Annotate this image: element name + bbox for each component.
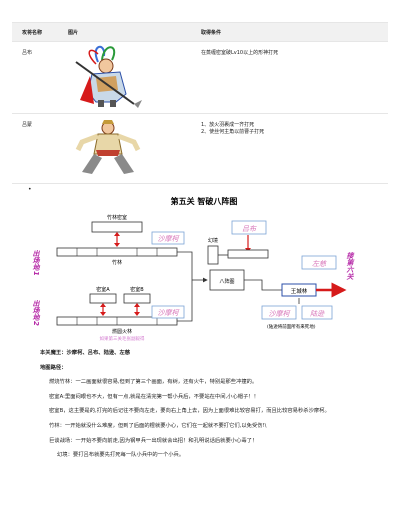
character-table: 攻将名称 图片 取得条件 吕布	[12, 22, 388, 184]
bazhentu-label: 八阵图	[219, 278, 234, 285]
mishi-a-label: 密室A	[96, 286, 110, 293]
zhulin-label: 竹林	[112, 259, 122, 266]
row-name: 吕布	[22, 50, 33, 56]
list-bullet: •	[28, 186, 32, 193]
next-stage-label: 接第六关	[345, 251, 355, 280]
table-row: 吕布 在蒸缠密室破Lv1	[12, 42, 388, 114]
huolin-label: 燃圆火林	[112, 328, 132, 335]
start-label-1: 出场地1	[32, 249, 40, 276]
char-label-luxun: 陆逊	[310, 310, 325, 318]
section-heading: 地图路径：	[40, 364, 67, 371]
header-name: 攻将名称	[22, 29, 43, 36]
huanjing-label: 幻境	[208, 237, 218, 244]
header-condition: 取得条件	[201, 29, 222, 36]
start-label-2: 出场地2	[32, 299, 40, 326]
row-name: 吕蒙	[22, 122, 33, 128]
row-image	[68, 114, 201, 183]
paragraph: 巨谈战场：一开始不要向前走,因为钢甲兵一出现就会出招！和孔明说话后就要小心毒了！	[49, 437, 258, 444]
char-label-zuoci: 左慈	[312, 260, 327, 268]
zhulin-mishi-label: 竹林密室	[107, 214, 127, 221]
char-label-shamoke: 沙摩柯	[158, 235, 181, 243]
row-condition: 在蒸缠密室破Lv10以上的形神打死	[201, 42, 388, 113]
stage-map-diagram: 第五关 智破八阵图 竹林密室 竹林 沙摩柯 出场地1 密室A 密室B 燃圆火林 …	[32, 196, 355, 342]
lvbu-portrait-icon	[75, 46, 142, 108]
paragraph: 密室A:里面闷眼也不大，但有一点,就是在清完第一帮小兵后，不要站在中间,小心帽子…	[49, 393, 259, 400]
header-image: 图片	[68, 29, 79, 36]
char-label-shamoke: 沙摩柯	[269, 310, 292, 318]
condition-line: 1、放火羽裹成一齐打死	[201, 122, 255, 128]
luxun-note: (陆逊将前面所有来死地)	[267, 323, 316, 330]
lvmeng-portrait-icon	[75, 120, 141, 174]
char-label-lvbu: 吕布	[242, 225, 257, 233]
condition-line: 2、使丝何主角以前曹子打死	[201, 129, 265, 135]
row-image	[68, 42, 201, 113]
article-body: 本关魔王：沙摩柯、吕布、陆逊、左慈 地图路径： 燃烧竹林：一二画面就很容易,但到…	[40, 350, 380, 467]
table-header: 攻将名称 图片 取得条件	[12, 22, 388, 42]
table-row: 吕蒙 1、放火羽裹成一齐打死 2、使丝何主角以前曹子打死	[12, 114, 388, 184]
zhulin-bar	[56, 247, 178, 257]
paragraph: 密室B，这主要是的,打完的后记往不要向左走，要向右上角上去，因为上面很难比较容易…	[49, 408, 330, 415]
diagram-title: 第五关 智破八阵图	[171, 196, 238, 206]
char-label-shamoke: 沙摩柯	[158, 309, 181, 317]
red-note: 如果第三关毛张副毅得	[100, 335, 145, 342]
wangchenglin-label: 王城林	[291, 287, 308, 295]
row-condition: 1、放火羽裹成一齐打死 2、使丝何主角以前曹子打死	[201, 114, 388, 183]
paragraph: 燃烧竹林：一二画面就很容易,但到了第三个画面，有树，还有火牛，特别是那些冲撞的。	[49, 379, 258, 386]
condition-line: 在蒸缠密室破Lv10以上的形神打死	[201, 50, 279, 56]
boss-line: 本关魔王：沙摩柯、吕布、陆逊、左慈	[40, 350, 131, 356]
paragraph: 幻境：要打吕布就要先打死每一队小兵中的一个小兵。	[57, 452, 185, 459]
zhulin-mishi-box	[91, 221, 143, 233]
paragraph: 竹林：一开始就没什么难度，但到了后面的棍就要小心，它们在一起就不要打它们,以免受…	[49, 423, 267, 430]
mishi-b-label: 密室B	[130, 286, 144, 293]
